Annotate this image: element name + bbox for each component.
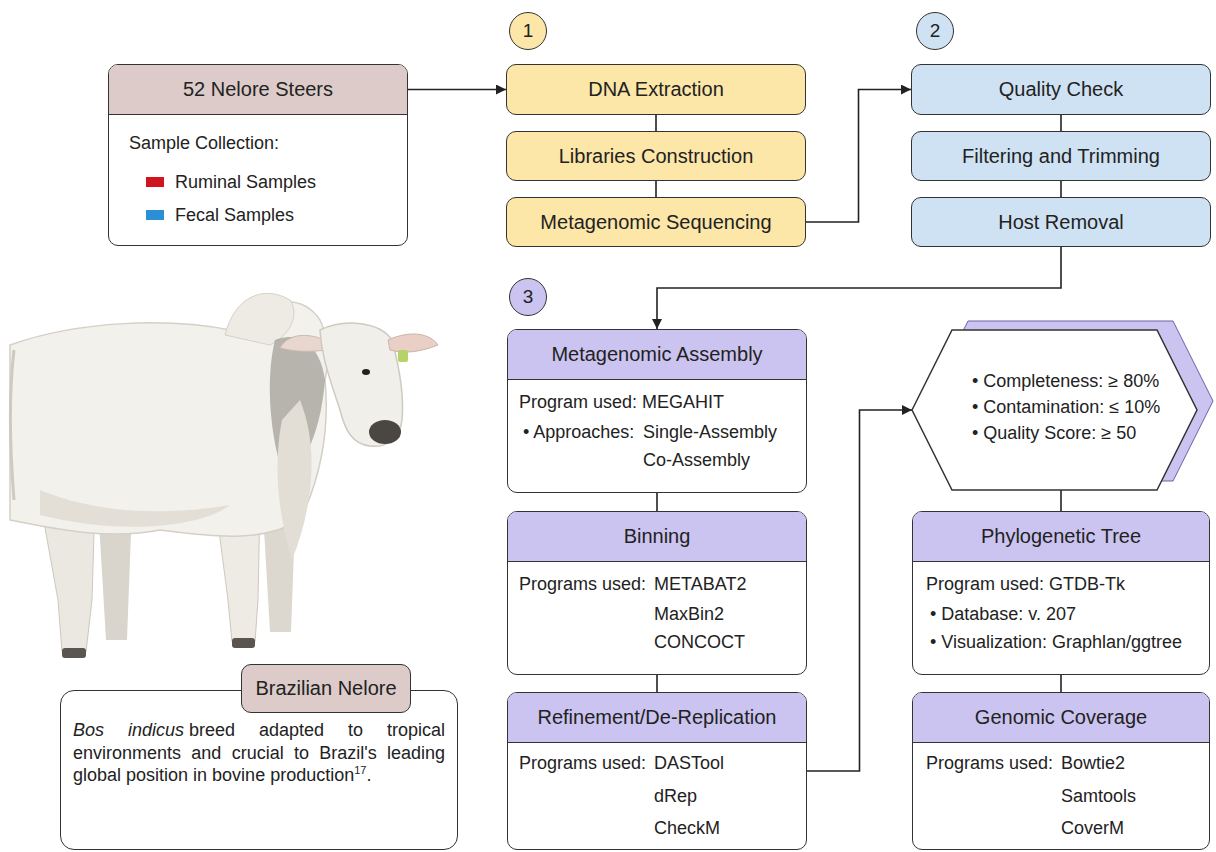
hexagon-outline xyxy=(912,330,1197,490)
box-text: CONCOCT xyxy=(654,632,745,654)
cow-muzzle xyxy=(369,420,401,444)
process-box: Metagenomic Sequencing xyxy=(506,197,806,247)
box-label: Libraries Construction xyxy=(559,145,754,168)
box-title: Binning xyxy=(624,525,691,548)
box-text: MaxBin2 xyxy=(654,604,724,626)
cow-ear xyxy=(388,334,438,352)
box-text: Co-Assembly xyxy=(643,450,750,472)
connector xyxy=(806,90,911,223)
box-header: Binning xyxy=(508,512,806,562)
cow-eye xyxy=(362,369,370,375)
ear-tag xyxy=(398,350,408,362)
cow-hoof xyxy=(62,648,86,658)
box-text: • Quality Score: ≥ 50 xyxy=(972,423,1136,445)
legend-swatch xyxy=(146,177,164,187)
box-title: 52 Nelore Steers xyxy=(183,78,333,101)
connector xyxy=(1060,115,1062,131)
box-text: DASTool xyxy=(654,753,724,775)
process-box: DNA Extraction xyxy=(506,64,806,115)
description: Bos indicusbreed adapted to tropical env… xyxy=(73,719,445,787)
box-title: Brazilian Nelore xyxy=(255,677,396,700)
process-box: Host Removal xyxy=(911,197,1211,247)
process-card: BinningPrograms used: METABAT2MaxBin2CONC… xyxy=(507,511,807,675)
box-text: • Completeness: ≥ 80% xyxy=(972,371,1159,393)
connector xyxy=(655,115,657,131)
box-header: 52 Nelore Steers xyxy=(109,65,407,115)
box-text: Program used: MEGAHIT xyxy=(519,392,724,414)
legend-label: Ruminal Samples xyxy=(175,172,316,193)
cow-hoof xyxy=(232,638,255,648)
box-text: Sample Collection: xyxy=(129,133,279,155)
box-label: Metagenomic Sequencing xyxy=(540,211,771,234)
info-box: Brazilian NeloreBos indicusbreed adapted… xyxy=(60,690,458,850)
step-number-text: 2 xyxy=(930,20,941,42)
box-title: Refinement/De-Replication xyxy=(537,706,776,729)
connector xyxy=(656,675,658,692)
step-number-text: 1 xyxy=(523,20,534,42)
connector xyxy=(807,410,912,771)
connector xyxy=(1060,675,1062,692)
box-text: • Database: v. 207 xyxy=(930,604,1076,626)
criteria-hexagon: • Completeness: ≥ 80% • Contamination: ≤ … xyxy=(912,330,1197,490)
step-number-text: 3 xyxy=(523,286,534,308)
box-text: Program used: GTDB-Tk xyxy=(926,574,1125,596)
box-text: Programs used: xyxy=(519,753,646,775)
cow-dewlap xyxy=(277,400,311,560)
box-text: Single-Assembly xyxy=(643,422,777,444)
process-card: Phylogenetic TreeProgram used: GTDB-Tk • … xyxy=(912,511,1210,675)
description-text: . xyxy=(366,765,371,785)
connector xyxy=(657,247,1061,329)
legend-swatch xyxy=(146,210,164,220)
legend-item: Ruminal Samples xyxy=(146,171,316,193)
box-header: Refinement/De-Replication xyxy=(508,693,806,743)
box-text: Programs used: xyxy=(926,753,1053,775)
process-card: Genomic CoveragePrograms used: Bowtie2Sam… xyxy=(912,692,1210,850)
step-number: 2 xyxy=(916,12,954,50)
cow-hump xyxy=(225,293,294,345)
cow-tail xyxy=(10,350,14,500)
legend-item: Fecal Samples xyxy=(146,204,294,226)
box-text: • Approaches: xyxy=(523,422,634,444)
process-box: Quality Check xyxy=(911,64,1211,115)
box-title: Genomic Coverage xyxy=(975,706,1147,729)
step-number: 3 xyxy=(509,278,547,316)
box-label: DNA Extraction xyxy=(588,78,724,101)
box-title: Metagenomic Assembly xyxy=(551,343,762,366)
cow-ear xyxy=(280,335,326,351)
box-text: • Contamination: ≤ 10% xyxy=(972,397,1160,419)
cow-shade xyxy=(40,490,230,527)
connector xyxy=(1060,490,1062,511)
box-text: Programs used: xyxy=(519,574,646,596)
step-number: 1 xyxy=(509,12,547,50)
legend-label: Fecal Samples xyxy=(175,205,294,226)
box-text: METABAT2 xyxy=(654,574,746,596)
sample-card: 52 Nelore SteersSample Collection: Rumina… xyxy=(108,64,408,246)
box-text: Samtools xyxy=(1061,786,1136,808)
box-label: Quality Check xyxy=(999,78,1124,101)
box-text: • Visualization: Graphlan/ggtree xyxy=(930,632,1182,654)
box-label: Host Removal xyxy=(998,211,1124,234)
process-box: Libraries Construction xyxy=(506,131,806,181)
box-header: Genomic Coverage xyxy=(913,693,1209,743)
connector xyxy=(1060,181,1062,197)
box-header: Metagenomic Assembly xyxy=(508,330,806,380)
process-box: Filtering and Trimming xyxy=(911,131,1211,181)
reference-number: 17 xyxy=(354,764,366,776)
box-header: Phylogenetic Tree xyxy=(913,512,1209,562)
connector xyxy=(408,89,506,91)
box-text: CoverM xyxy=(1061,818,1124,840)
process-card: Metagenomic AssemblyProgram used: MEGAHI… xyxy=(507,329,807,493)
box-header: Brazilian Nelore xyxy=(241,664,411,713)
box-text: dRep xyxy=(654,786,697,808)
process-card: Refinement/De-ReplicationPrograms used: D… xyxy=(507,692,807,850)
box-text: CheckM xyxy=(654,818,720,840)
box-label: Filtering and Trimming xyxy=(962,145,1160,168)
species-name: Bos indicus xyxy=(73,720,184,740)
connector xyxy=(656,493,658,511)
box-title: Phylogenetic Tree xyxy=(981,525,1141,548)
box-text: Bowtie2 xyxy=(1061,753,1125,775)
connector xyxy=(655,181,657,197)
